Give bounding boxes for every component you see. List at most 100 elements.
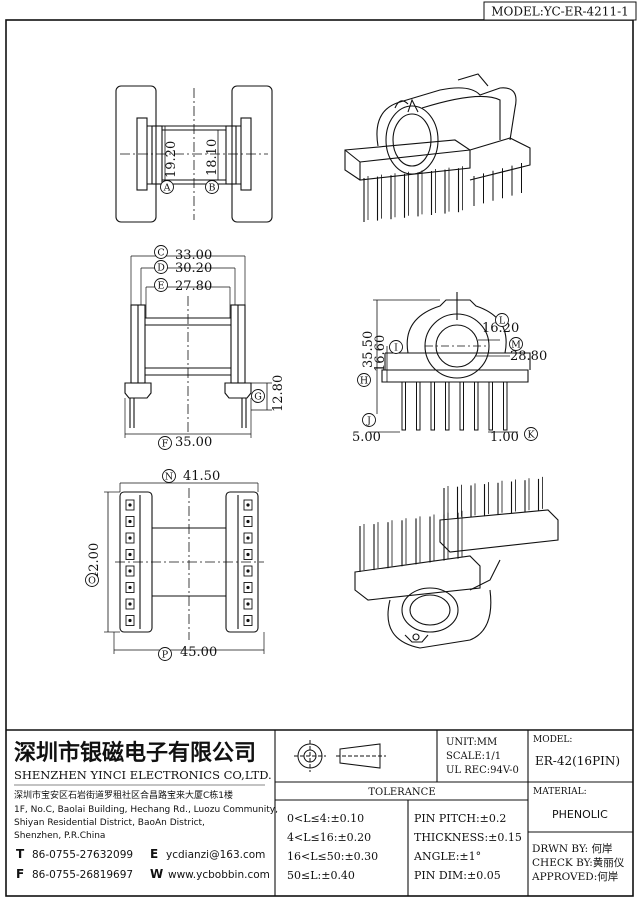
plan-pin-left-8 <box>125 615 135 626</box>
check-by: CHECK BY:黄丽仪 <box>532 856 625 869</box>
plan-pin-left-dot-8 <box>128 618 132 623</box>
fax-key: F <box>16 867 24 881</box>
projection-symbol-icon <box>294 740 386 772</box>
end-pin-3 <box>430 381 435 431</box>
marker-l: L <box>495 313 509 327</box>
company-address-en-3: Shenzhen, P.R.China <box>14 831 105 841</box>
dim-l-value: 16.20 <box>482 321 519 336</box>
end-view <box>368 292 531 433</box>
company-address-en-1: 1F, No.C, Baolai Building, Hechang Rd., … <box>14 805 278 815</box>
plan-pin-right-dot-5 <box>246 569 250 573</box>
marker-n-label: N <box>165 472 173 483</box>
marker-i-label: I <box>394 343 398 354</box>
front-view <box>124 255 272 438</box>
dim-b-value: 18.10 <box>205 139 220 176</box>
end-pin-2 <box>416 381 421 431</box>
marker-g: G <box>251 389 265 403</box>
dim-a-value: 19.20 <box>164 141 179 178</box>
end-pin-7 <box>488 381 493 431</box>
marker-i: I <box>389 340 403 354</box>
marker-o-label: O <box>88 576 96 587</box>
dim-h-value: 35.50 <box>361 331 376 368</box>
company-name-en: SHENZHEN YINCI ELECTRONICS CO,LTD. <box>14 768 272 782</box>
plan-pin-right-3 <box>243 532 253 544</box>
plan-pin-right-dot-7 <box>246 602 250 606</box>
email-key: E <box>150 847 158 861</box>
tolerance-range-2: 4<L≤16:±0.20 <box>287 831 371 844</box>
dim-k-value: 1.00 <box>490 430 519 445</box>
tel-key: T <box>16 847 25 861</box>
end-pin-4 <box>445 381 450 431</box>
dim-j-value: 5.00 <box>352 430 381 445</box>
tel-value: 86-0755-27632099 <box>32 849 133 861</box>
marker-k: K <box>524 427 538 441</box>
tolerance-right-column: PIN PITCH:±0.2THICKNESS:±0.15ANGLE:±1°PI… <box>413 812 522 882</box>
end-pin-8 <box>503 381 508 431</box>
plan-pin-left-3 <box>125 532 135 544</box>
plan-pin-left-7 <box>125 598 135 610</box>
plan-pin-left-6 <box>125 582 135 593</box>
marker-k-label: K <box>527 430 535 441</box>
marker-o: O <box>85 573 99 587</box>
dim-e-value: 27.80 <box>175 279 212 294</box>
plan-view-pins <box>125 499 253 626</box>
plan-pin-left-4 <box>125 549 135 560</box>
plan-pin-right-dot-1 <box>246 503 250 507</box>
plan-pin-right-dot-3 <box>246 536 250 540</box>
marker-d: D <box>154 260 168 274</box>
approved-by: APPROVED:何岸 <box>531 870 618 883</box>
side-view-top <box>115 85 273 223</box>
dim-p-value: 45.00 <box>180 645 217 660</box>
plan-pin-left-dot-7 <box>128 602 132 606</box>
marker-e: E <box>154 278 168 292</box>
plan-pin-left-2 <box>125 516 135 527</box>
dim-g-value: 12.80 <box>271 375 286 412</box>
company-address-en-2: Shiyan Residential District, BaoAn Distr… <box>14 818 205 828</box>
marker-h: H <box>357 373 371 387</box>
plan-pin-right-2 <box>243 516 253 527</box>
plan-pin-left-dot-6 <box>128 585 132 590</box>
plan-pin-left-dot-2 <box>128 519 132 524</box>
tolerance-spec-2: THICKNESS:±0.15 <box>414 831 522 844</box>
plan-pin-left-dot-3 <box>128 536 132 540</box>
marker-n: N <box>162 469 176 483</box>
dim-i-value: 16.60 <box>373 335 388 372</box>
drawn-by: DRWN BY: 何岸 <box>532 842 612 855</box>
company-address-cn: 深圳市宝安区石岩街道罗租社区合昌路宝来大厦C栋1楼 <box>14 789 233 801</box>
marker-g-label: G <box>254 392 262 403</box>
marker-f: F <box>158 436 172 450</box>
plan-pin-left-dot-4 <box>128 552 132 557</box>
material-value: PHENOLIC <box>552 808 608 821</box>
plan-pin-right-1 <box>243 499 253 511</box>
tolerance-range-3: 16<L≤50:±0.30 <box>287 850 378 863</box>
company-name-cn: 深圳市银磁电子有限公司 <box>14 740 256 766</box>
marker-a: A <box>160 180 174 194</box>
fax-value: 86-0755-26819697 <box>32 869 133 881</box>
drawing-frame <box>5 19 634 897</box>
tolerance-left-column: 0<L≤4:±0.10 4<L≤16:±0.20 16<L≤50:±0.30 50≤L… <box>287 812 378 882</box>
plan-pin-right-6 <box>243 582 253 593</box>
plan-pin-right-dot-2 <box>246 519 250 524</box>
plan-pin-right-8 <box>243 615 253 626</box>
marker-d-label: D <box>157 263 165 274</box>
marker-a-label: A <box>163 183 171 194</box>
marker-j: J <box>362 413 376 427</box>
title-block <box>6 729 633 896</box>
model-value: ER-42(16PIN) <box>535 754 620 768</box>
isometric-top-pins <box>363 163 522 222</box>
plan-pin-left-1 <box>125 499 135 511</box>
dim-d-value: 30.20 <box>175 261 212 276</box>
dim-o-value: 42.00 <box>87 543 102 580</box>
model-label: MODEL:YC-ER-4211-1 <box>491 5 629 19</box>
marker-l-label: L <box>499 316 506 327</box>
isometric-view-top <box>344 73 531 181</box>
tolerance-range-4: 50≤L:±0.40 <box>287 869 355 882</box>
tolerance-range-1: 0<L≤4:±0.10 <box>287 812 364 825</box>
end-pin-1 <box>401 381 406 431</box>
spec-unit: UNIT:MM <box>446 737 497 748</box>
marker-c: C <box>154 245 168 259</box>
marker-f-label: F <box>162 439 169 450</box>
marker-p: P <box>158 647 172 661</box>
